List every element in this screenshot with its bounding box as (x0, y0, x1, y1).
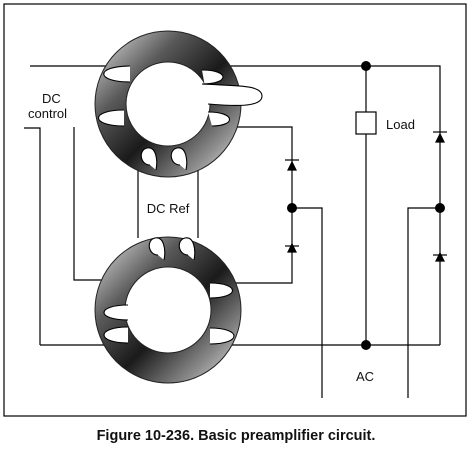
figure-caption: Figure 10-236. Basic preamplifier circui… (96, 428, 376, 444)
figure-frame (3, 3, 467, 417)
lower-toroid-core (94, 236, 242, 384)
dc-control-label-line1: DC (42, 91, 61, 106)
diode-upper-right (433, 131, 447, 143)
diode-lower-right (433, 251, 447, 262)
diode-upper-left (285, 159, 299, 171)
ac-label: AC (356, 369, 374, 384)
upper-toroid-core (94, 30, 242, 178)
dc-control-label-line2: control (28, 106, 67, 121)
diode-lower-left (285, 242, 299, 253)
dc-ref-label: DC Ref (147, 201, 190, 216)
winding-loops (97, 65, 263, 345)
preamplifier-circuit-diagram: DC control Load DC Ref AC (3, 3, 467, 417)
load-label: Load (386, 117, 415, 132)
load-box (355, 111, 377, 135)
junction-dots (287, 61, 445, 350)
